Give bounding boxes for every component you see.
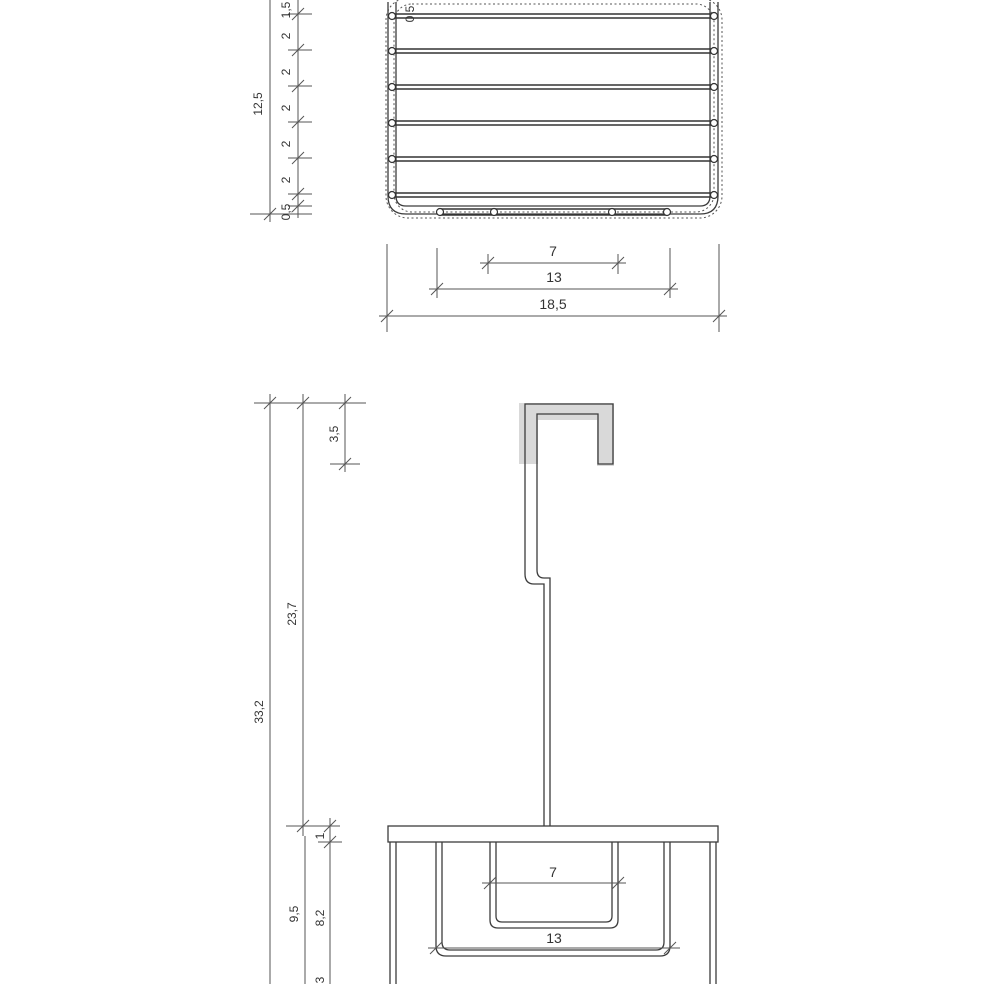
front-label-hook-depth: 3,5	[327, 425, 341, 442]
outer-dotted-outline	[385, 0, 723, 219]
tray-frame-inner	[395, 2, 711, 207]
dim-label-pitch-3: 2	[279, 104, 293, 111]
tick-slash	[611, 876, 625, 890]
inner-dotted-outline	[393, 3, 715, 213]
rod-cap	[709, 154, 719, 164]
tick-slash	[263, 207, 277, 221]
support-cap	[662, 207, 672, 217]
tick-slash	[483, 876, 497, 890]
hanger-wire	[524, 573, 545, 826]
hook-highlight	[519, 403, 614, 466]
front-label-hanger-height: 23,7	[285, 602, 299, 626]
rod-cap	[709, 118, 719, 128]
tick-slash	[296, 396, 310, 410]
hook-outline	[524, 403, 614, 826]
dim-label-outer-width: 18,5	[539, 296, 566, 312]
rod-cap	[709, 82, 719, 92]
tick-slash	[712, 309, 726, 323]
tick-slash	[481, 256, 495, 270]
rod-cap	[387, 82, 397, 92]
dim-label-pitch-1: 2	[279, 32, 293, 39]
tick-slash	[429, 941, 443, 955]
dim-label-mid-width: 13	[546, 269, 562, 285]
front-label-bottom-partial: 3	[313, 976, 327, 983]
tick-slash	[663, 282, 677, 296]
front-label-basket-height: 9,5	[287, 905, 301, 922]
rod-caps	[387, 11, 719, 200]
rods	[392, 13, 714, 198]
tick-slash	[291, 7, 305, 21]
front-label-total-height: 33,2	[252, 700, 266, 724]
top-horizontal-dimensions: 7 13 18,5	[379, 243, 727, 332]
dim-label-pitch-5: 2	[279, 176, 293, 183]
basket-u-outer	[435, 842, 671, 957]
support-cap	[607, 207, 617, 217]
front-view: 7 13 33,2 23,7 3,5	[252, 394, 719, 984]
front-vertical-dimensions: 33,2 23,7 3,5 1 9,5 8,2 3	[252, 394, 366, 984]
rod-cap	[387, 46, 397, 56]
rod-cap	[387, 118, 397, 128]
dim-label-bottom: 0,5	[279, 203, 293, 220]
rod-cap	[709, 46, 719, 56]
dim-label-inner-width: 7	[549, 243, 557, 259]
tick-slash	[291, 115, 305, 129]
rod-cap	[709, 190, 719, 200]
rod-cap	[387, 11, 397, 21]
tick-slash	[380, 309, 394, 323]
tick-slash	[291, 43, 305, 57]
rod-cap	[387, 154, 397, 164]
tick-slash	[263, 396, 277, 410]
top-view: 1,5 2 2 2 2 2 0,5 12,5 0,5 7 13	[250, 0, 727, 332]
tick-slash	[291, 199, 305, 213]
dim-label-cap: 0,5	[403, 5, 417, 22]
tick-slash	[323, 819, 337, 833]
tick-slash	[296, 819, 310, 833]
rod-cap	[387, 190, 397, 200]
basket-u-inner-inner	[495, 842, 613, 923]
dim-label-total-depth: 12,5	[251, 92, 265, 116]
tray-frame	[387, 2, 719, 215]
front-label-inner-width: 7	[549, 864, 557, 880]
basket-u-outer-inner	[441, 842, 665, 951]
dim-label-pitch-4: 2	[279, 140, 293, 147]
front-label-mid-width: 13	[546, 930, 562, 946]
tick-slash	[663, 941, 677, 955]
tick-slash	[291, 151, 305, 165]
tick-slash	[338, 396, 352, 410]
bottom-support-bar	[435, 207, 672, 217]
rod-cap	[709, 11, 719, 21]
support-cap	[435, 207, 445, 217]
basket-u-inner	[489, 842, 619, 929]
tick-slash	[323, 835, 337, 849]
tick-slash	[611, 256, 625, 270]
tick-slash	[430, 282, 444, 296]
basket-rim	[387, 825, 719, 843]
tick-slash	[291, 187, 305, 201]
front-label-rim: 1	[313, 832, 327, 839]
front-label-inner-basket-height: 8,2	[313, 909, 327, 926]
tick-slash	[338, 457, 352, 471]
support-cap	[489, 207, 499, 217]
top-vertical-dimensions: 1,5 2 2 2 2 2 0,5 12,5 0,5	[250, 0, 417, 222]
tick-slash	[291, 79, 305, 93]
dim-label-top-partial: 1,5	[279, 1, 293, 18]
dim-label-pitch-2: 2	[279, 68, 293, 75]
